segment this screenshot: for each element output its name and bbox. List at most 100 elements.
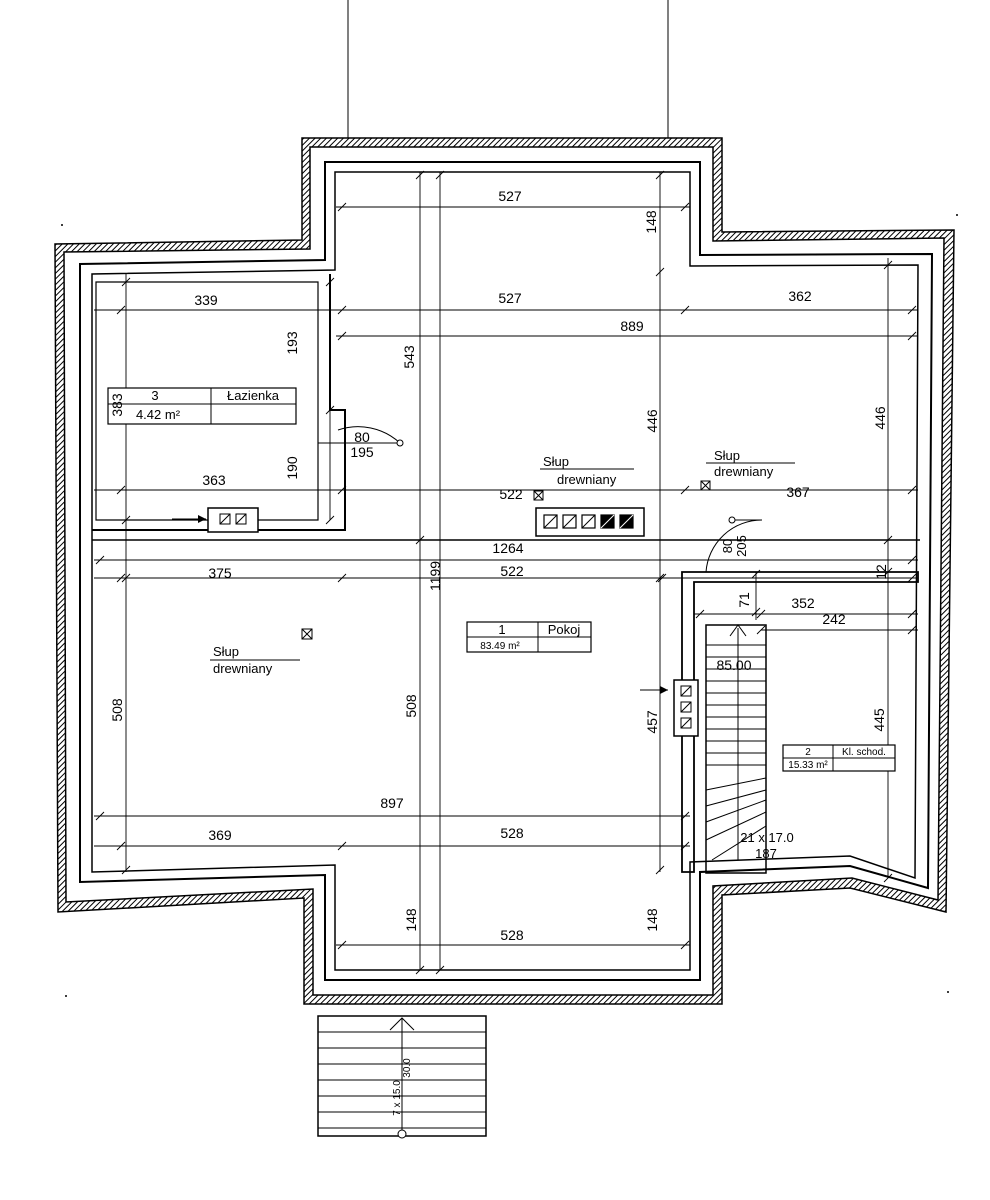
dimension-tick [337, 841, 347, 851]
dimension-tick [325, 405, 335, 415]
dimension-tick [907, 625, 917, 635]
lazienka-area: 4.42 m² [136, 407, 181, 422]
stair-tread [705, 789, 767, 807]
bath-door-height: 195 [350, 444, 374, 460]
dim-446-center: 446 [644, 409, 660, 433]
dimension-tick [680, 940, 690, 950]
dimension-tick [680, 305, 690, 315]
column-center-label-2: drewniany [557, 472, 617, 487]
stair-door-height: 205 [734, 535, 749, 557]
klatka-name: Kl. schod. [842, 747, 886, 758]
inner-wall-inner [91, 171, 919, 971]
stair-tread [705, 777, 767, 791]
dim-71: 71 [736, 592, 752, 608]
dimension-tick [883, 873, 893, 883]
stair-hall-wall [681, 571, 919, 873]
stair-inner-steps: 21 x 17.0 [740, 830, 794, 845]
dim-363: 363 [202, 472, 226, 488]
dim-446-right: 446 [872, 406, 888, 430]
dim-543: 543 [401, 345, 417, 369]
dimension-tick [655, 573, 665, 583]
bath-vent-box [207, 507, 259, 533]
column-center-label-1: Słup [543, 454, 569, 469]
dimension-tick [907, 331, 917, 341]
vent-slash [543, 514, 558, 529]
dimension-tick [907, 305, 917, 315]
stair-door-width: 80 [720, 539, 735, 553]
vent-slash [680, 685, 692, 697]
vent-slash [562, 514, 577, 529]
outer-wall [54, 137, 955, 1005]
dimension-tick [435, 170, 445, 180]
dimension-tick [325, 277, 335, 287]
dim-889: 889 [620, 318, 644, 334]
room-table-lazienka [107, 387, 297, 425]
dim-row6-522: 522 [500, 563, 524, 579]
dim-row2-527: 527 [498, 290, 522, 306]
dimension-tick [116, 485, 126, 495]
pokoj-area: 83.49 m² [480, 641, 520, 652]
dim-row9-528: 528 [500, 825, 524, 841]
inner-stairs [705, 644, 767, 861]
dim-508-center: 508 [403, 694, 419, 718]
dimension-tick [337, 485, 347, 495]
column-left-label-1: Słup [213, 644, 239, 659]
dimension-tick [415, 965, 425, 975]
dimension-tick [756, 625, 766, 635]
outer-stair-run: 30.0 [402, 1058, 413, 1078]
dim-12: 12 [873, 564, 889, 580]
dimension-tick [121, 515, 131, 525]
vent-slash [680, 701, 692, 713]
room-table-klatka [782, 744, 896, 772]
column-right [700, 462, 795, 491]
dimension-tick [95, 811, 105, 821]
dimension-tick [337, 331, 347, 341]
vent-slash [619, 514, 634, 529]
stair-tread [711, 825, 767, 861]
dimension-tick [883, 260, 893, 270]
stair-level: 85.00 [716, 657, 751, 673]
room-table-pokoj [466, 621, 592, 653]
dimension-tick [325, 515, 335, 525]
dim-375: 375 [208, 565, 232, 581]
lazienka-name: Łazienka [227, 388, 280, 403]
vent-slash [581, 514, 596, 529]
dim-339: 339 [194, 292, 218, 308]
dimension-tick [337, 573, 347, 583]
vent-slash [600, 514, 615, 529]
column-right-label-2: drewniany [714, 464, 774, 479]
stair-tread [705, 799, 767, 823]
dimension-tick [751, 607, 761, 617]
dimension-tick [907, 609, 917, 619]
dim-362: 362 [788, 288, 812, 304]
dimension-tick [883, 567, 893, 577]
bath-vent-2 [235, 513, 247, 525]
dimension-tick [121, 573, 131, 583]
column-left-label-2: drewniany [213, 661, 273, 676]
dim-1264: 1264 [492, 540, 523, 556]
dimension-tick [680, 811, 690, 821]
dimension-tick [121, 277, 131, 287]
dimension-tick [121, 865, 131, 875]
dim-148-br: 148 [644, 908, 660, 932]
pokoj-name: Pokoj [548, 622, 581, 637]
bath-door-swing [337, 426, 401, 444]
dim-top-148: 148 [643, 210, 659, 234]
klatka-number: 2 [805, 747, 811, 758]
dimension-tick [756, 609, 766, 619]
dim-457: 457 [644, 710, 660, 734]
dimension-tick [655, 865, 665, 875]
dim-193: 193 [284, 331, 300, 355]
dimension-tick [907, 555, 917, 565]
dimension-tick [657, 573, 667, 583]
lazienka-number: 3 [151, 388, 158, 403]
stair-tread [705, 811, 767, 841]
dim-367: 367 [786, 484, 810, 500]
dimension-tick [116, 305, 126, 315]
dimension-tick [337, 305, 347, 315]
dim-row4-522: 522 [499, 486, 523, 502]
outer-stair-steps: 7 x 15.0 [392, 1080, 403, 1116]
dim-369: 369 [208, 827, 232, 843]
dim-508-left: 508 [109, 698, 125, 722]
dimension-tick [907, 485, 917, 495]
